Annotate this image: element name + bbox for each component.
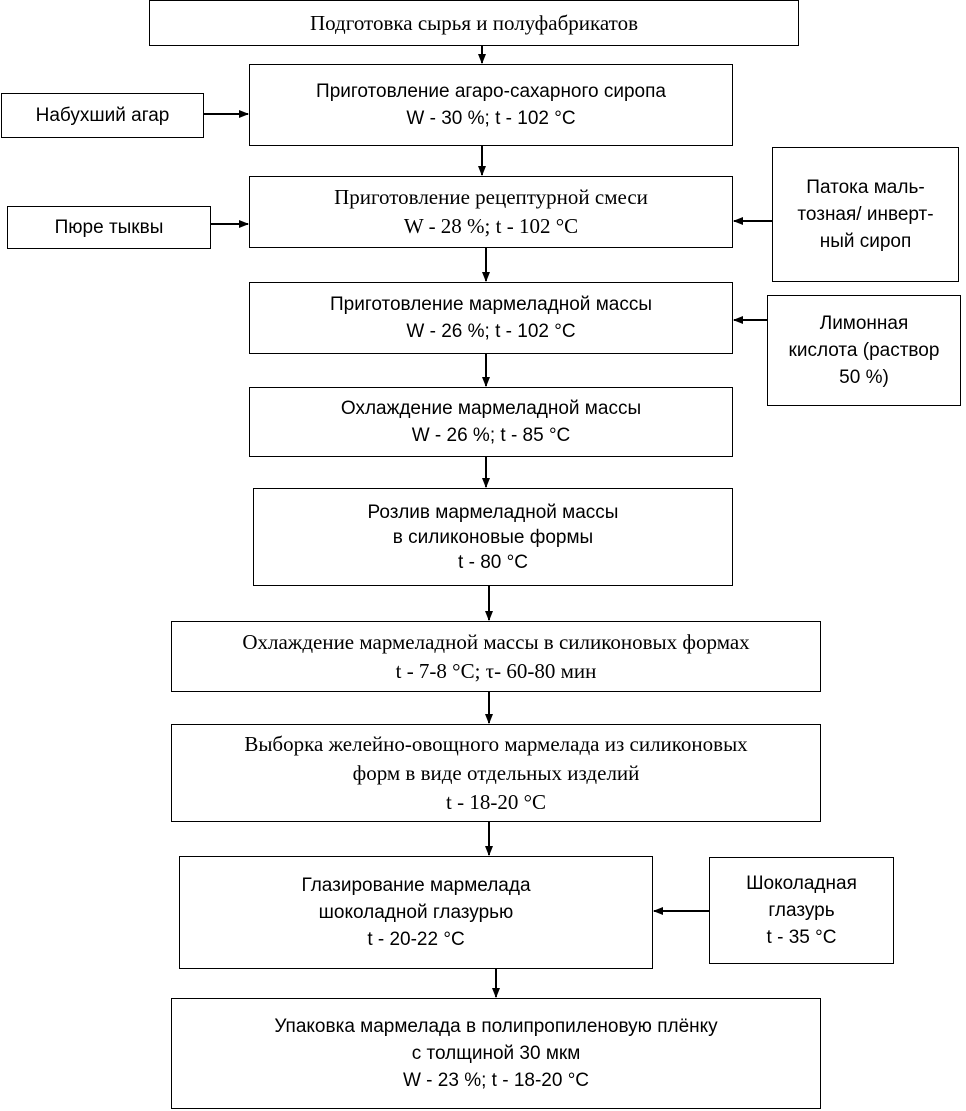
step-label-2: шоколадной глазурью	[318, 902, 514, 923]
step-label-2: в силиконовые формы	[392, 526, 594, 548]
step-raw-material-preparation: Подготовка сырья и полуфабрикатов	[149, 0, 799, 46]
step-label: Приготовление агаро-сахарного сиропа	[316, 81, 666, 102]
input-label: Пюре тыквы	[54, 217, 164, 238]
input-chocolate-glaze: Шоколадная глазурь t - 35 °С	[709, 857, 894, 964]
step-label: Охлаждение мармеладной массы в силиконов…	[242, 629, 750, 654]
step-unmolding: Выборка желейно-овощного мармелада из си…	[171, 724, 821, 822]
input-pumpkin-puree: Пюре тыквы	[7, 206, 211, 249]
input-label-3: t - 35 °С	[766, 927, 837, 948]
step-glazing: Глазирование мармелада шоколадной глазур…	[179, 856, 653, 969]
step-params: W - 30 %; t - 102 °С	[406, 108, 576, 129]
step-cooling-in-molds: Охлаждение мармеладной массы в силиконов…	[171, 621, 821, 692]
step-label: Упаковка мармелада в полипропиленовую пл…	[274, 1016, 718, 1037]
step-params: t - 7-8 °С; τ- 60-80 мин	[395, 658, 597, 683]
step-label: Глазирование мармелада	[301, 875, 531, 896]
step-label: Приготовление мармеладной массы	[330, 294, 652, 315]
step-label: Розлив мармеладной массы	[367, 501, 619, 523]
step-label: Охлаждение мармеладной массы	[340, 398, 642, 419]
step-label: Приготовление рецептурной смеси	[334, 185, 648, 209]
input-label-2: глазурь	[768, 900, 835, 921]
step-label: Подготовка сырья и полуфабрикатов	[310, 10, 638, 35]
step-cooling-mass: Охлаждение мармеладной массы W - 26 %; t…	[249, 387, 733, 457]
step-params: t - 20-22 °С	[367, 929, 465, 950]
input-label-3: 50 %)	[839, 367, 889, 388]
step-params: W - 26 %; t - 102 °С	[406, 321, 576, 342]
step-pouring-into-molds: Розлив мармеладной массы в силиконовые ф…	[253, 488, 733, 586]
step-label: Выборка желейно-овощного мармелада из си…	[244, 731, 748, 756]
step-params: W - 26 %; t - 85 °С	[411, 425, 571, 446]
step-params: W - 23 %; t - 18-20 °С	[402, 1070, 590, 1091]
input-label-3: ный сироп	[819, 231, 912, 252]
input-maltose-syrup: Патока маль- тозная/ инверт- ный сироп	[772, 147, 959, 282]
step-recipe-mixture: Приготовление рецептурной смеси W - 28 %…	[249, 176, 733, 248]
input-label-2: тозная/ инверт-	[797, 204, 934, 225]
step-params: W - 28 %; t - 102 °С	[403, 214, 579, 238]
step-params: t - 18-20 °С	[446, 789, 546, 814]
step-label-2: форм в виде отдельных изделий	[352, 760, 640, 785]
step-params: t - 80 °С	[458, 551, 528, 573]
input-label: Лимонная	[819, 313, 909, 334]
input-label: Шоколадная	[746, 873, 857, 894]
input-label: Патока маль-	[806, 177, 925, 198]
step-label-2: с толщиной 30 мкм	[411, 1043, 581, 1064]
input-citric-acid: Лимонная кислота (раствор 50 %)	[767, 295, 961, 406]
step-marmalade-mass: Приготовление мармеладной массы W - 26 %…	[249, 282, 733, 354]
input-label: Набухший агар	[35, 105, 170, 126]
step-agar-sugar-syrup: Приготовление агаро-сахарного сиропа W -…	[249, 64, 733, 146]
input-label-2: кислота (раствор	[788, 340, 940, 361]
input-swollen-agar: Набухший агар	[1, 93, 204, 138]
step-packaging: Упаковка мармелада в полипропиленовую пл…	[171, 998, 821, 1109]
